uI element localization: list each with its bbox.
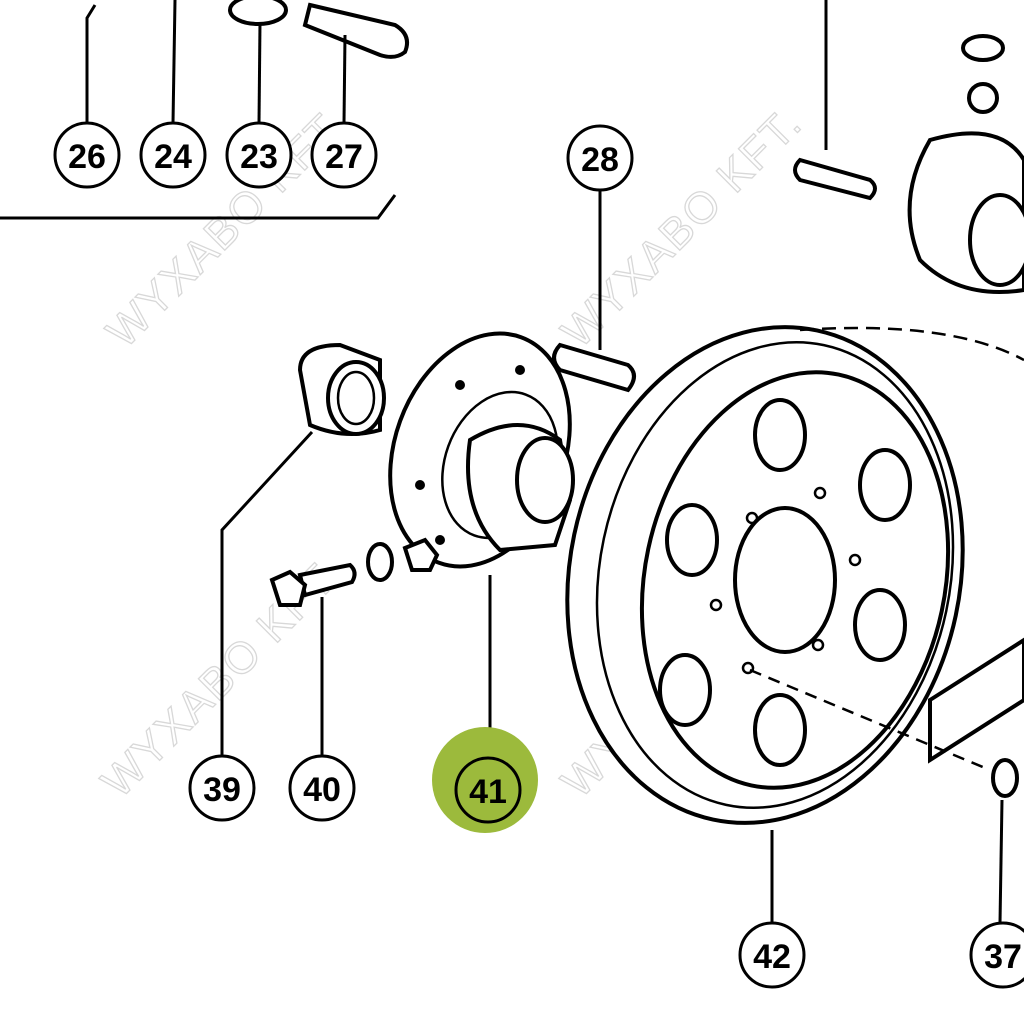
callout-27[interactable]: 27 <box>310 121 378 189</box>
callout-40[interactable]: 40 <box>288 754 356 822</box>
callout-label: 40 <box>303 771 341 809</box>
callout-label: 37 <box>984 938 1022 976</box>
callout-26[interactable]: 26 <box>53 121 121 189</box>
callout-42[interactable]: 42 <box>738 921 806 989</box>
callout-label: 39 <box>203 771 241 809</box>
flange-part <box>388 331 575 569</box>
callout-23[interactable]: 23 <box>225 121 293 189</box>
callout-39[interactable]: 39 <box>188 754 256 822</box>
callout-label: 42 <box>753 938 791 976</box>
pulley-part <box>565 325 1024 825</box>
callout-label: 24 <box>154 138 192 176</box>
callout-24[interactable]: 24 <box>139 121 207 189</box>
callout-28[interactable]: 28 <box>566 124 634 192</box>
top-parts <box>228 0 1024 294</box>
callout-label: 26 <box>68 138 106 176</box>
callout-label: 28 <box>581 141 619 179</box>
callout-41[interactable]: 41 <box>454 756 522 824</box>
key-part <box>552 342 636 393</box>
bushing-part <box>297 342 386 436</box>
callout-label: 41 <box>469 773 507 811</box>
callout-label: 27 <box>325 138 363 176</box>
callout-37[interactable]: 37 <box>969 921 1024 989</box>
group-bracket <box>0 194 397 220</box>
bolt-part <box>269 537 440 607</box>
callout-label: 23 <box>240 138 278 176</box>
highlight-marker <box>432 727 538 833</box>
